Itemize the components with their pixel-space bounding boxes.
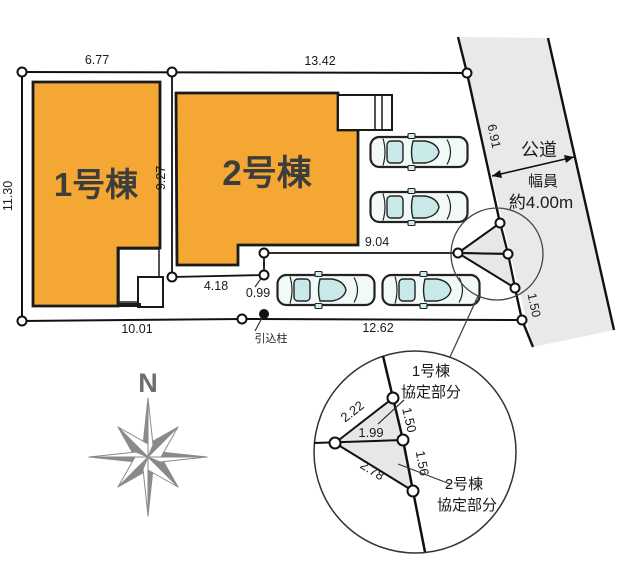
detail-lower-edge — [334, 442, 414, 492]
detail-callout-2-leader — [397, 463, 451, 485]
agreement-area-2 — [454, 251, 517, 291]
detail-callout-1-subtitle: 協定部分 — [401, 384, 461, 401]
detail-dim-1-56: 1.56 — [413, 449, 433, 477]
car-parking-4 — [381, 270, 481, 310]
car-parking-1 — [369, 132, 469, 172]
dim-line-4-18 — [171, 274, 265, 278]
road-right-edge — [546, 37, 616, 331]
detail-agreement-1 — [335, 398, 403, 443]
detail-callout-2-subtitle: 協定部分 — [437, 497, 497, 514]
building-2-label: 2号棟 — [222, 154, 312, 193]
dim-road-corner: 1.50 — [525, 292, 544, 319]
road-width-value: 約4.00m — [509, 193, 573, 212]
car-parking-2 — [369, 187, 469, 227]
road-name-label: 公道 — [521, 140, 557, 160]
road-surface — [458, 37, 614, 347]
dim-bottom-1: 10.01 — [121, 322, 152, 336]
detail-callout-1-title: 1号棟 — [412, 363, 450, 380]
detail-dim-1-99: 1.99 — [358, 425, 383, 440]
road-width-label: 幅員 — [528, 173, 558, 190]
detail-upper-edge — [334, 397, 394, 444]
dim-4-18: 4.18 — [204, 279, 228, 293]
detail-dim-1-50: 1.50 — [399, 406, 419, 434]
boundary-top — [21, 71, 468, 74]
compass-light-points — [88, 397, 208, 517]
dim-top-2: 13.42 — [304, 54, 335, 68]
detail-point-markers — [328, 391, 420, 498]
service-pole-label: 引込柱 — [255, 331, 288, 345]
detail-callout-1-leader — [377, 399, 405, 425]
magnifier-source-circle — [450, 207, 544, 301]
service-pole-leader — [254, 317, 263, 332]
detail-circle-outline — [313, 350, 517, 554]
dim-top-1: 6.77 — [85, 53, 109, 67]
detail-callout-2-title: 2号棟 — [445, 476, 483, 493]
magnifier-connector — [449, 295, 479, 358]
dim-left: 11.30 — [1, 181, 15, 211]
boundary-bottom — [21, 317, 523, 322]
detail-circle: 1号棟 協定部分 2号棟 協定部分 2.22 1.50 1.99 1.56 2.… — [313, 350, 517, 554]
dim-between: 9.27 — [154, 166, 168, 190]
survey-point-markers — [16, 66, 528, 327]
service-pole-dot — [259, 309, 269, 319]
dim-0-99: 0.99 — [246, 286, 270, 300]
building-1-footprint — [31, 80, 162, 308]
compass-rose: N — [88, 368, 208, 517]
road-width-arrow — [491, 155, 575, 178]
building-2-porch — [337, 94, 393, 131]
building-1-label: 1号棟 — [54, 166, 139, 203]
dim-road-frontage: 6.91 — [485, 123, 504, 150]
car-parking-3 — [276, 270, 376, 310]
dim-bottom-2: 12.62 — [362, 321, 393, 335]
dim-9-04: 9.04 — [365, 235, 389, 249]
compass-north-label: N — [138, 368, 158, 398]
building-1-porch — [137, 276, 164, 308]
